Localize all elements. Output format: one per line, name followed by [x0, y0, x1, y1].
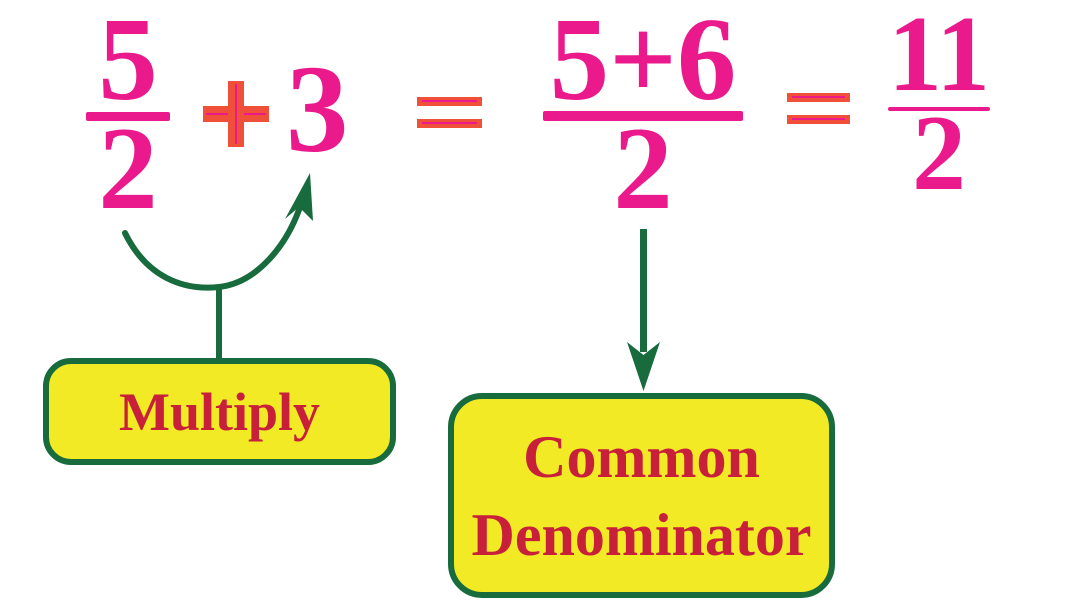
fraction1-bar	[86, 112, 170, 121]
fraction3-bar	[888, 107, 990, 111]
common-denominator-arrowhead-icon	[627, 342, 660, 391]
equals-sign-1	[417, 97, 482, 128]
fraction-five-plus-six-over-two: 5+6 2	[543, 0, 743, 234]
multiply-arrowhead-icon	[285, 173, 313, 221]
common-denominator-label-box: Common Denominator	[448, 393, 835, 598]
equals2-top-bar	[787, 93, 850, 102]
equals-sign-2	[787, 93, 850, 124]
common-denominator-line1: Common	[523, 423, 760, 490]
fraction-five-over-two: 5 2	[86, 0, 170, 234]
fraction2-denominator: 2	[613, 102, 673, 234]
plus-vertical-bar	[228, 81, 244, 147]
fraction2-numerator: 5+6	[549, 0, 737, 125]
fraction3-denominator: 2	[912, 94, 966, 213]
fraction1-numerator: 5	[98, 0, 158, 125]
fraction2-bar	[543, 111, 743, 121]
equals1-top-bar	[417, 97, 482, 106]
equals1-bottom-bar	[417, 119, 482, 128]
plus-sign	[203, 81, 269, 147]
equals2-bottom-bar	[787, 115, 850, 124]
fraction-eleven-over-two: 11 2	[887, 0, 991, 213]
fraction1-denominator: 2	[98, 102, 158, 234]
common-denominator-label: Common Denominator	[472, 418, 812, 574]
multiply-label: Multiply	[118, 381, 321, 442]
addend-three: 3	[286, 41, 349, 179]
multiply-label-box: Multiply	[43, 358, 396, 465]
fraction3-numerator: 11	[887, 0, 991, 114]
common-denominator-line2: Denominator	[471, 501, 812, 568]
